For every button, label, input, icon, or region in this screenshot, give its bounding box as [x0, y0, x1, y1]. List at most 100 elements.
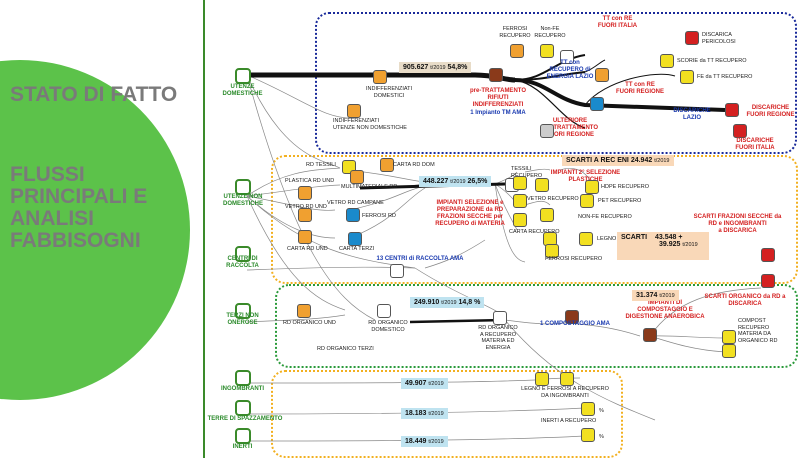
- ulteriore-pretrattamento-label: ULTERIORE pre-TRATTAMENTO FUORI REGIONE: [542, 118, 598, 138]
- left-panel: STATO DI FATTO FLUSSI PRINCIPALI E ANALI…: [0, 0, 205, 458]
- ferrosi-icon: [510, 44, 524, 58]
- non-fe-label: Non-FE RECUPERO: [534, 26, 566, 39]
- tt-regione-icon: [595, 68, 609, 82]
- ferrosi-recupero-label: FERROSI RECUPERO: [545, 256, 603, 262]
- scarti-organico-discarica-icon: [761, 274, 775, 288]
- compostaggio-ama-label: 1 COMPOSTAGGIO AMA: [539, 321, 610, 327]
- pct-label-2: %: [599, 434, 604, 440]
- source-utenze-non-domestiche: UTENZE NON DOMESTICHE: [222, 194, 263, 207]
- impianti-compostaggio-icon: [643, 328, 657, 342]
- ferrosi-rd-label: FERROSI RD: [362, 213, 396, 219]
- plastica-rd-und-label: PLASTICA RD UND: [285, 178, 335, 184]
- legno-ferrosi-icon-2: [560, 372, 574, 386]
- vetro-recupero-icon: [513, 194, 527, 208]
- inerti-icon: [235, 428, 251, 444]
- legno-ferrosi-label: LEGNO E FERROSI A RECUPERO DA INGOMBRANT…: [521, 386, 609, 399]
- tt-italia-label: TT con RE FUORI ITALIA: [597, 16, 638, 29]
- rd-organico-und-icon: [297, 304, 311, 318]
- indifferenziati-non-domestici-label: INDIFFERENZIATI UTENZE NON DOMESTICHE: [333, 118, 407, 131]
- indifferenziati-zone: [315, 12, 797, 154]
- inerti-recupero-label: INERTI A RECUPERO: [541, 418, 597, 424]
- utenze-non-domestiche-icon: [235, 179, 251, 195]
- utenze-domestiche-icon: [235, 68, 251, 84]
- tessili-recupero-label: TESSILI RECUPERO: [511, 166, 543, 179]
- source-terzi-non-onerose: TERZI NON ONEROSE: [226, 313, 259, 326]
- tt-lazio-label: TT con RECUPERO di ENERGIA LAZIO: [546, 60, 594, 80]
- compostaggio-ama-icon: [565, 310, 579, 324]
- rd-organico-recupero-icon: [493, 311, 507, 325]
- ferrosi-label: FERROSI RECUPERO: [499, 26, 531, 39]
- impianto-tm-label: 1 Impianto TM AMA: [470, 110, 526, 116]
- ingombranti-icon: [235, 370, 251, 386]
- impianti-selezione-label: IMPIANTI SELEZIONE e PREPARAZIONE da RD …: [435, 200, 505, 227]
- non-fe-icon: [540, 44, 554, 58]
- centri-raccolta-label: 13 CENTRI di RACCOLTA AMA: [376, 256, 464, 262]
- carta-rd-und-label: CARTA RD UND: [287, 246, 328, 252]
- scarti-discarica-icon: [761, 248, 775, 262]
- terre-spazzamento-icon: [235, 400, 251, 416]
- legno-icon: [579, 232, 593, 246]
- scarti-value-1: 43.548 +: [655, 234, 683, 241]
- rd-tessili-label: RD TESSILI: [306, 162, 336, 168]
- indifferenziati-domestici-label: INDIFFERENZIATI DOMESTICI: [365, 86, 413, 99]
- vetro-recupero-label: VETRO RECUPERO: [527, 196, 579, 202]
- rd-secche-flow-value: 448.227 t/2019 26,5%: [419, 176, 492, 187]
- flow-diagram: UTENZE DOMESTICHE UTENZE NON DOMESTICHE …: [205, 0, 800, 458]
- slide-title: STATO DI FATTO: [10, 83, 178, 106]
- rd-organico-terzi-label: RD ORGANICO TERZI: [317, 346, 374, 352]
- ferrosi-rd-icon: [346, 208, 360, 222]
- discariche-lazio-label: DISCARICHE LAZIO: [673, 108, 711, 121]
- pet-icon: [580, 194, 594, 208]
- inerti-value: 18.449 t/2019: [401, 436, 448, 447]
- vetro-rd-campane-label: VETRO RD CAMPANE: [327, 200, 384, 206]
- rd-organico-recupero-label: RD ORGANICO A RECUPERO MATERIA ED ENERGI…: [478, 325, 518, 351]
- pretrattamento-icon: [489, 68, 503, 82]
- discariche-fuori-italia-label: DISCARICHE FUORI ITALIA: [735, 138, 775, 151]
- compost-recupero-icon: [722, 344, 736, 358]
- carta-rd-dom-icon: [380, 158, 394, 172]
- slide-subtitle: FLUSSI PRINCIPALI E ANALISI FABBISOGNI: [10, 163, 148, 252]
- scorie-icon: [660, 54, 674, 68]
- vetro-rd-und-icon: [298, 208, 312, 222]
- hdpe-icon: [585, 180, 599, 194]
- tessili-recupero-icon: [513, 176, 527, 190]
- discarica-pericolosi-icon: [685, 31, 699, 45]
- source-ingombranti: INGOMBRANTI: [221, 386, 264, 392]
- source-centri-raccolta: CENTRI DI RACCOLTA: [226, 256, 259, 269]
- discarica-pericolosi-label: DISCARICA PERICOLOSI: [702, 32, 736, 45]
- tt-regione-label: TT con RE FUORI REGIONE: [615, 82, 664, 95]
- carta-recupero-icon: [513, 213, 527, 227]
- pct-label-1: %: [599, 408, 604, 414]
- tt-italia-icon: [560, 50, 574, 64]
- centri-raccolta-icon: [390, 264, 404, 278]
- discariche-fuori-regione-icon: [725, 103, 739, 117]
- divider-line: [203, 0, 205, 458]
- impianti-seconda-selezione-icon: [535, 178, 549, 192]
- source-inerti: INERTI: [232, 444, 253, 450]
- pet-label: PET RECUPERO: [598, 198, 642, 204]
- nonfe-recupero-icon: [540, 208, 554, 222]
- plastica-rd-und-icon: [298, 186, 312, 200]
- indifferenziati-flow-value: 905.627 t/2019 54,8%: [399, 62, 472, 73]
- multimateriale-icon: [350, 170, 364, 184]
- carta-terzi-icon: [348, 232, 362, 246]
- ulteriore-icon: [540, 124, 554, 138]
- legno-ferrosi-icon: [535, 372, 549, 386]
- organico-zone: [275, 284, 798, 368]
- scarti-organico-label: SCARTI ORGANICO da RD a DISCARICA: [704, 294, 786, 307]
- carta-rd-und-icon: [298, 230, 312, 244]
- inerti-recupero-icon: [581, 428, 595, 442]
- indifferenziati-non-domestici-icon: [347, 104, 361, 118]
- scarti-rec-eni-value: SCARTI A REC ENI 24.942 t/2019: [562, 155, 674, 166]
- pretrattamento-label: pre-TRATTAMENTO RIFIUTI INDIFFERENZIATI: [470, 88, 526, 108]
- scarti-frazioni-label: SCARTI FRAZIONI SECCHE da RD e INGOMBRAN…: [693, 214, 782, 234]
- terzi-non-onerose-icon: [235, 303, 251, 319]
- scarti-value-box: SCARTI 43.548 + 39.925 t/2019: [617, 232, 709, 260]
- impianti-compostaggio-label: IMPIANTI DI COMPOSTAGGIO E DIGESTIONE AN…: [625, 300, 705, 320]
- hdpe-label: HDPE RECUPERO: [601, 184, 649, 190]
- compost-label: COMPOST RECUPERO MATERIA DA ORGANICO RD: [738, 318, 778, 344]
- compost-icon: [722, 330, 736, 344]
- carta-rd-dom-label: CARTA RD DOM: [393, 162, 435, 168]
- carta-terzi-label: CARTA TERZI: [339, 246, 375, 252]
- organico-flow-value: 249.910 t/2019 14,8 %: [410, 297, 485, 308]
